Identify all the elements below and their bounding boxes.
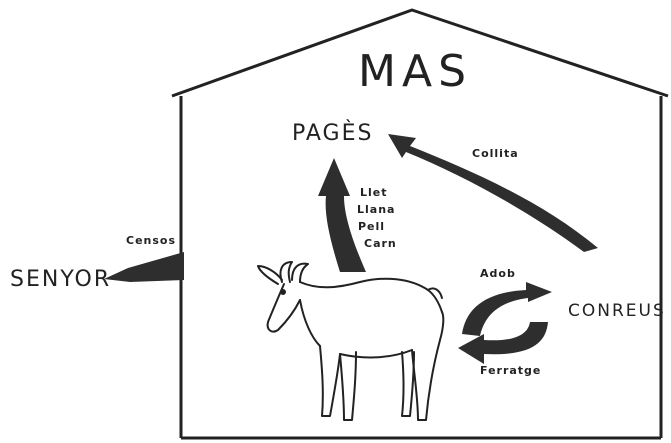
products-list: Llet Llana Pell Carn xyxy=(357,186,397,250)
arrow-collita xyxy=(388,134,598,252)
product-item: Pell xyxy=(358,220,385,233)
node-pages: PAGÈS xyxy=(292,120,373,146)
label-adob: Adob xyxy=(480,267,516,280)
node-conreus: CONREUS xyxy=(568,301,666,321)
product-item: Carn xyxy=(364,237,397,250)
label-collita: Collita xyxy=(472,147,519,160)
label-ferratge: Ferratge xyxy=(480,364,541,377)
arrow-products xyxy=(318,158,366,272)
house-outline xyxy=(171,8,669,440)
node-senyor: SENYOR xyxy=(10,267,111,292)
house-title: MAS xyxy=(358,46,472,97)
product-item: Llana xyxy=(357,203,395,216)
arrow-adob xyxy=(462,282,552,336)
arrow-ferratge xyxy=(458,322,548,364)
roof-line xyxy=(171,8,669,98)
label-censos: Censos xyxy=(126,234,176,247)
arrow-censos xyxy=(104,252,184,282)
goat-drawing xyxy=(257,261,445,421)
product-item: Llet xyxy=(360,186,388,199)
